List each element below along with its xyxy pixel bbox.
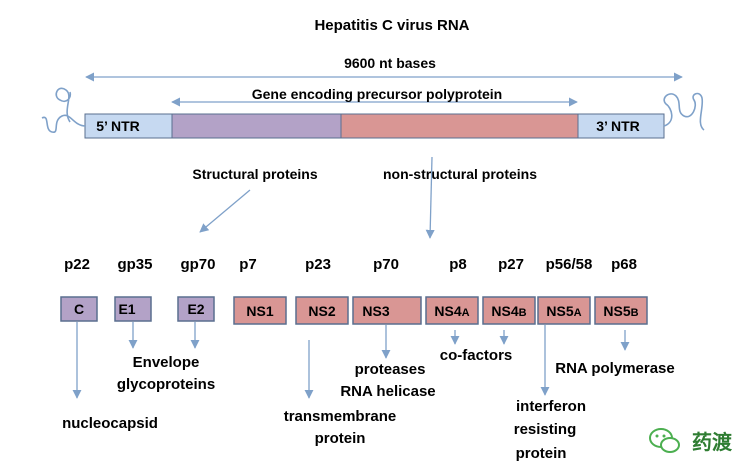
length-label: 9600 nt bases xyxy=(344,55,436,71)
protein-box-ns4a xyxy=(425,296,479,325)
protein-name-ns3: NS3 xyxy=(362,303,389,319)
weight-p68: p68 xyxy=(611,256,637,273)
protein-box-ns2 xyxy=(295,296,349,325)
protein-name-ns5b: NS5B xyxy=(603,303,638,319)
protein-box-ns5b xyxy=(594,296,648,325)
protein-box-ns5a xyxy=(537,296,591,325)
function-polymerase: RNA polymerase xyxy=(555,360,675,377)
nonstructural-proteins-label: non-structural proteins xyxy=(383,166,537,182)
ntr3-label: 3’ NTR xyxy=(596,118,640,134)
function-cofactors: co-factors xyxy=(440,347,513,364)
ntr5-label: 5’ NTR xyxy=(96,118,140,134)
structural-arrow xyxy=(199,189,251,233)
wechat-icon xyxy=(649,428,680,453)
nonstructural-arrow xyxy=(425,156,435,239)
weight-p70: p70 xyxy=(373,256,399,273)
protein-box-ns1 xyxy=(233,296,287,325)
structural-proteins-label: Structural proteins xyxy=(192,166,317,182)
protein-name-c: C xyxy=(74,301,84,317)
protein-name-ns1: NS1 xyxy=(246,303,273,319)
function-protease-line1: proteases xyxy=(355,361,426,378)
function-transmembrane-line2: protein xyxy=(315,430,366,447)
watermark-text: 药渡 xyxy=(692,430,733,454)
function-envelope-line2: glycoproteins xyxy=(117,376,215,393)
protein-box-c xyxy=(60,296,98,322)
diagram-title: Hepatitis C virus RNA xyxy=(314,17,469,34)
protein-box-e2 xyxy=(177,296,215,322)
function-transmembrane-line1: transmembrane xyxy=(284,408,397,425)
weight-p8: p8 xyxy=(449,256,467,273)
ntr3-segment xyxy=(577,113,665,139)
protein-box-ns4b xyxy=(482,296,536,325)
loop-5-lower xyxy=(41,114,86,133)
protein-box-e1 xyxy=(114,296,152,322)
protein-name-ns4a: NS4A xyxy=(434,303,469,319)
loop-5-upper xyxy=(55,87,72,123)
function-envelope-line1: Envelope xyxy=(133,354,200,371)
structural-segment xyxy=(171,113,342,139)
function-protease-line2: RNA helicase xyxy=(340,383,435,400)
weight-gp35: gp35 xyxy=(117,256,152,273)
weight-p27: p27 xyxy=(498,256,524,273)
nonstructural-segment xyxy=(340,113,579,139)
gene-label: Gene encoding precursor polyprotein xyxy=(252,86,502,102)
weight-gp70: gp70 xyxy=(180,256,215,273)
loop-3 xyxy=(663,92,705,131)
weight-p23: p23 xyxy=(305,256,331,273)
weight-p56-58: p56/58 xyxy=(546,256,593,273)
protein-box-ns3 xyxy=(352,296,422,325)
protein-name-ns5a: NS5A xyxy=(546,303,581,319)
protein-name-ns4b: NS4B xyxy=(491,303,526,319)
protein-name-e1: E1 xyxy=(118,301,135,317)
protein-name-ns2: NS2 xyxy=(308,303,335,319)
protein-name-e2: E2 xyxy=(187,301,204,317)
function-interferon-line1: interferon xyxy=(516,398,586,415)
weight-p7: p7 xyxy=(239,256,257,273)
function-interferon-line2: resisting xyxy=(514,421,577,438)
function-interferon-line3: protein xyxy=(516,445,567,462)
weight-p22: p22 xyxy=(64,256,90,273)
function-nucleocapsid: nucleocapsid xyxy=(62,415,158,432)
